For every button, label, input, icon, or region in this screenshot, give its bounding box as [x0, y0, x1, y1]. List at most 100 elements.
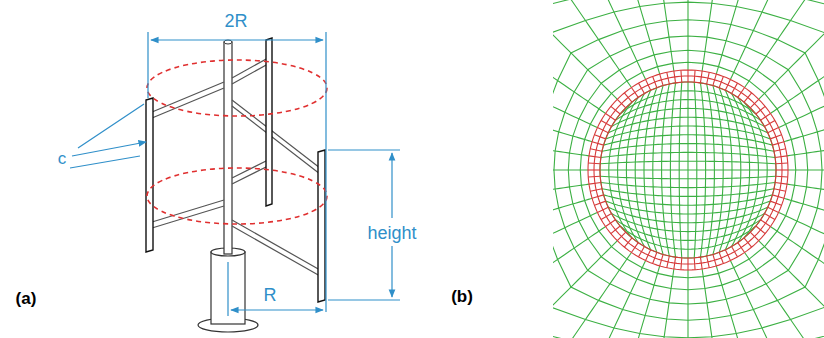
outer-mesh-line	[784, 198, 824, 243]
rotor-circle	[147, 60, 327, 116]
outer-mesh-line	[759, 241, 824, 338]
ring-mesh-line	[772, 195, 784, 198]
ring-mesh-line	[600, 82, 776, 258]
inner-mesh-line	[750, 108, 776, 232]
inner-mesh-line	[626, 232, 750, 258]
ring-mesh-line	[680, 258, 682, 270]
outer-mesh-line	[779, 212, 824, 287]
ring-mesh-line	[732, 83, 738, 93]
outer-mesh-line	[716, 0, 761, 74]
ring-mesh-line	[601, 121, 611, 127]
rotor-shaft	[224, 42, 232, 254]
inner-mesh-line	[620, 226, 756, 249]
ring-mesh-line	[700, 71, 702, 83]
panel-label: (a)	[16, 290, 37, 307]
tower	[211, 252, 245, 324]
dimension-label: height	[367, 224, 416, 242]
ring-mesh-line	[660, 74, 663, 86]
ring-mesh-line	[611, 226, 620, 234]
inner-mesh-line	[744, 102, 767, 238]
ring-mesh-line	[617, 99, 625, 107]
ring-mesh-line	[606, 220, 616, 227]
ring-mesh-line	[761, 220, 771, 227]
ring-mesh-line	[770, 135, 781, 139]
ring-mesh-line	[761, 113, 771, 120]
ring-mesh-line	[646, 250, 651, 261]
ring-mesh-line	[768, 128, 779, 133]
ring-mesh-line	[674, 71, 676, 83]
outer-mesh-line	[571, 261, 646, 338]
outer-mesh-line	[784, 96, 824, 141]
ring-mesh-line	[588, 70, 788, 270]
outer-mesh-line	[553, 227, 606, 338]
ring-mesh-line	[680, 70, 682, 82]
ring-mesh-line	[624, 93, 632, 102]
ring-mesh-line	[588, 169, 600, 170]
ring-mesh-line	[590, 189, 602, 192]
turbine-blades	[146, 38, 325, 302]
ring-mesh-line	[674, 257, 676, 269]
outer-mesh-line	[553, 0, 606, 113]
ring-mesh-line	[617, 232, 625, 240]
outer-mesh-line	[553, 0, 824, 338]
outer-mesh-line	[687, 0, 688, 70]
outer-mesh-line	[770, 0, 824, 113]
ring-mesh-line	[707, 256, 710, 268]
ring-mesh-line	[756, 106, 765, 114]
ring-mesh-line	[768, 207, 779, 212]
outer-mesh-line	[553, 0, 631, 88]
outer-mesh-line	[770, 227, 824, 338]
ring-mesh-line	[592, 195, 604, 198]
outer-mesh-line	[614, 0, 659, 74]
ring-mesh-line	[594, 76, 782, 264]
outer-mesh-line	[702, 269, 724, 338]
dimension-lines	[70, 32, 400, 316]
ring-mesh-line	[601, 214, 611, 220]
outer-mesh-line	[652, 0, 674, 71]
ring-mesh-line	[592, 142, 604, 145]
ring-mesh-line	[744, 93, 752, 102]
outer-mesh-line	[553, 134, 589, 156]
ring-mesh-line	[776, 169, 788, 170]
outer-mesh-line	[730, 0, 805, 79]
outer-mesh-line	[788, 169, 824, 170]
ring-mesh-line	[590, 149, 602, 152]
inner-mesh-line	[612, 214, 765, 232]
ring-mesh-line	[589, 182, 601, 184]
ring-mesh-line	[694, 70, 696, 82]
ring-mesh-line	[667, 72, 670, 84]
outer-mesh-line	[553, 169, 588, 170]
ring-mesh-line	[738, 88, 745, 98]
ring-mesh-line	[639, 83, 645, 93]
outer-mesh-line	[730, 261, 805, 338]
ring-mesh-line	[713, 254, 716, 266]
ring-mesh-line	[694, 258, 696, 270]
ring-mesh-line	[597, 128, 608, 133]
ring-mesh-line	[588, 176, 600, 178]
ring-mesh-line	[738, 243, 745, 253]
ring-mesh-line	[770, 201, 781, 205]
ring-mesh-line	[667, 256, 670, 268]
outer-mesh-line	[553, 198, 592, 243]
panel-label: (b)	[451, 288, 473, 305]
ring-mesh-line	[597, 207, 608, 212]
outer-mesh-line	[779, 53, 824, 128]
ring-mesh-line	[594, 201, 605, 205]
ring-mesh-line	[756, 226, 765, 234]
blade-struts	[152, 58, 320, 276]
ring-mesh-line	[774, 149, 786, 152]
ring-mesh-line	[687, 258, 688, 270]
outer-mesh-line	[787, 184, 824, 206]
ring-mesh-line	[653, 76, 657, 87]
ring-mesh-line	[725, 79, 730, 90]
ring-mesh-line	[660, 254, 663, 266]
outer-mesh-line	[553, 184, 589, 206]
mesh-group	[553, 0, 824, 338]
ring-mesh-line	[772, 142, 784, 145]
ring-mesh-line	[750, 232, 758, 240]
ring-mesh-line	[631, 243, 638, 253]
outer-mesh-line	[759, 0, 824, 99]
ring-mesh-line	[719, 76, 723, 87]
